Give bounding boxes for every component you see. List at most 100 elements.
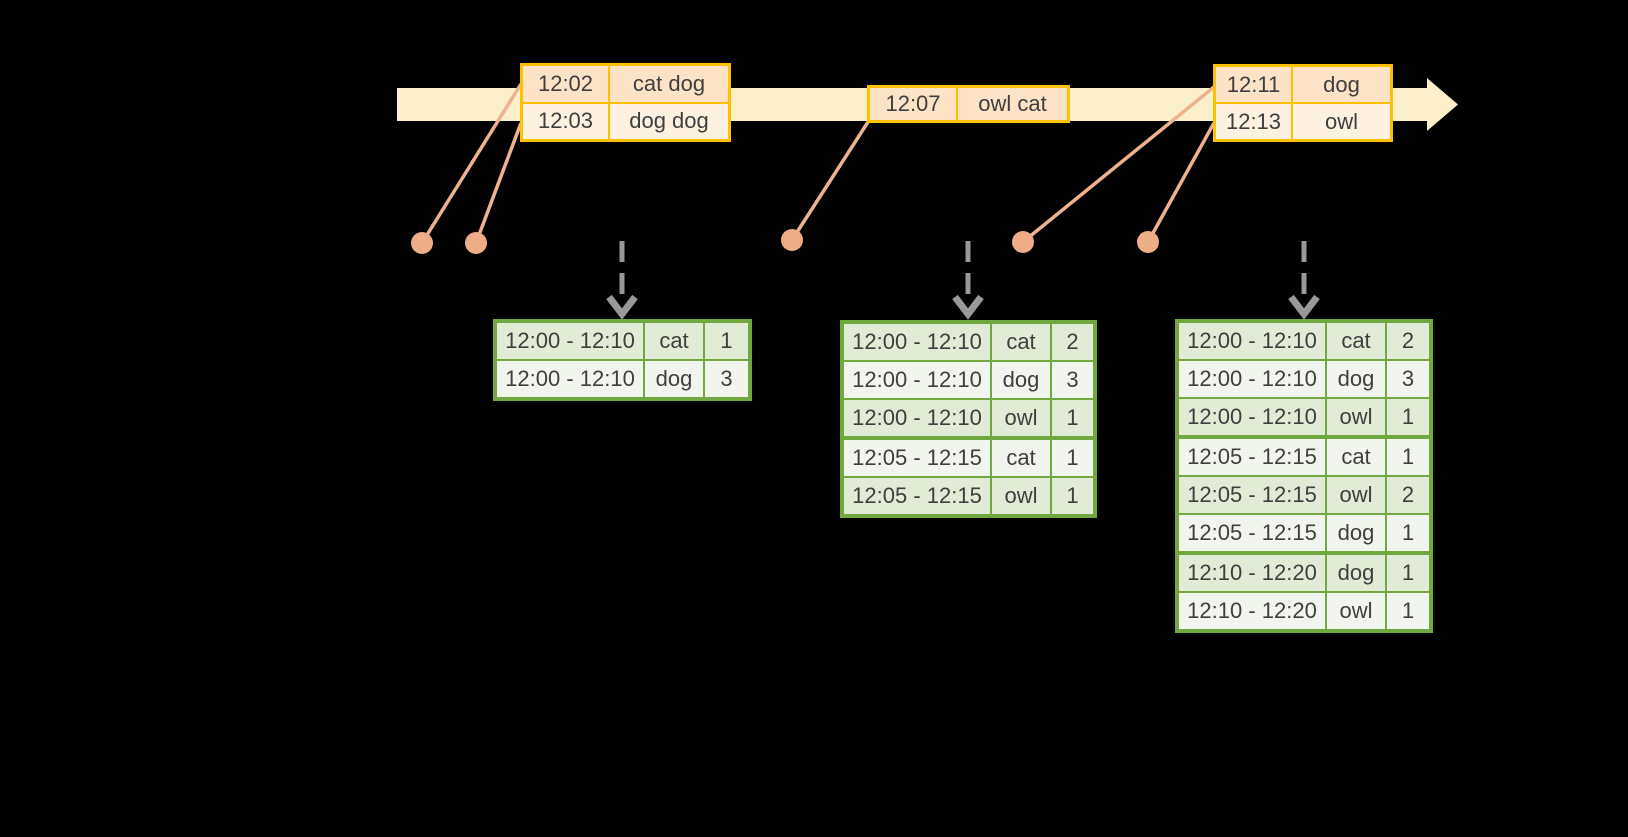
word-cell: dog — [1327, 361, 1385, 397]
event-time-cell: 12:11 — [1216, 67, 1291, 102]
event-dot — [465, 232, 487, 254]
count-cell: 1 — [1387, 593, 1429, 629]
event-words-cell: owl — [1293, 104, 1390, 139]
word-cell: owl — [992, 478, 1050, 514]
event-connector-line — [474, 122, 523, 244]
count-cell: 1 — [1387, 515, 1429, 551]
count-cell: 1 — [1052, 478, 1093, 514]
word-cell: dog — [1327, 515, 1385, 551]
count-cell: 1 — [1052, 400, 1093, 436]
count-cell: 3 — [1387, 361, 1429, 397]
word-cell: owl — [1327, 399, 1385, 435]
window-cell: 12:10 - 12:20 — [1179, 555, 1325, 591]
word-cell: cat — [1327, 439, 1385, 475]
trigger-arrow — [952, 241, 984, 320]
count-cell: 1 — [1387, 399, 1429, 435]
event-dot — [411, 232, 433, 254]
window-cell: 12:00 - 12:10 — [497, 323, 643, 359]
event-time-cell: 12:07 — [870, 88, 956, 120]
window-cell: 12:05 - 12:15 — [844, 478, 990, 514]
window-cell: 12:00 - 12:10 — [1179, 399, 1325, 435]
word-cell: dog — [1327, 555, 1385, 591]
event-dot — [1012, 231, 1034, 253]
event-words-cell: dog dog — [610, 103, 728, 139]
window-cell: 12:05 - 12:15 — [1179, 477, 1325, 513]
window-cell: 12:05 - 12:15 — [1179, 515, 1325, 551]
word-cell: owl — [1327, 477, 1385, 513]
window-cell: 12:00 - 12:10 — [1179, 323, 1325, 359]
count-cell: 3 — [1052, 362, 1093, 398]
count-cell: 2 — [1052, 324, 1093, 360]
word-cell: cat — [645, 323, 703, 359]
word-cell: owl — [992, 400, 1050, 436]
word-cell: cat — [992, 324, 1050, 360]
window-cell: 12:00 - 12:10 — [844, 324, 990, 360]
event-words-cell: owl cat — [958, 88, 1067, 120]
event-connector-line — [1021, 85, 1216, 244]
event-time-cell: 12:02 — [523, 66, 608, 102]
window-cell: 12:05 - 12:15 — [844, 440, 990, 476]
trigger-arrow — [606, 241, 638, 320]
count-cell: 1 — [1052, 440, 1093, 476]
count-cell: 1 — [705, 323, 748, 359]
event-connector-line — [420, 83, 523, 244]
event-dot — [1137, 231, 1159, 253]
event-time-cell: 12:13 — [1216, 104, 1291, 139]
count-cell: 1 — [1387, 439, 1429, 475]
window-cell: 12:05 - 12:15 — [1179, 439, 1325, 475]
window-cell: 12:00 - 12:10 — [844, 362, 990, 398]
count-cell: 2 — [1387, 477, 1429, 513]
count-cell: 3 — [705, 361, 748, 397]
event-words-cell: dog — [1293, 67, 1390, 102]
word-cell: dog — [992, 362, 1050, 398]
trigger-arrow — [1288, 241, 1320, 320]
count-cell: 1 — [1387, 555, 1429, 591]
event-dot — [781, 229, 803, 251]
window-cell: 12:00 - 12:10 — [844, 400, 990, 436]
count-cell: 2 — [1387, 323, 1429, 359]
timeline-arrowhead-icon — [1427, 78, 1458, 131]
word-cell: cat — [992, 440, 1050, 476]
window-cell: 12:10 - 12:20 — [1179, 593, 1325, 629]
event-words-cell: cat dog — [610, 66, 728, 102]
event-connector-line — [1146, 122, 1216, 243]
word-cell: owl — [1327, 593, 1385, 629]
word-cell: dog — [645, 361, 703, 397]
window-cell: 12:00 - 12:10 — [497, 361, 643, 397]
word-cell: cat — [1327, 323, 1385, 359]
window-cell: 12:00 - 12:10 — [1179, 361, 1325, 397]
event-time-cell: 12:03 — [523, 103, 608, 139]
event-connector-line — [790, 121, 870, 241]
